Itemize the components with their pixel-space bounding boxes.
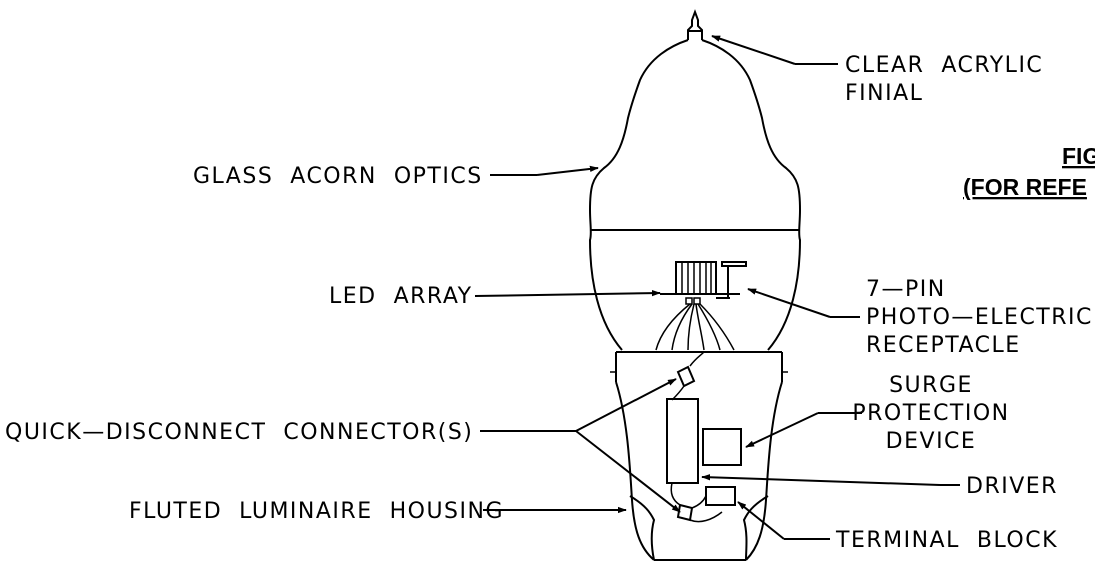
label-surge-line1: SURGE <box>889 373 973 398</box>
label-photo-line2: PHOTO—ELECTRIC <box>866 305 1093 330</box>
label-finial-line2: FINIAL <box>845 81 923 106</box>
label-fluted-housing: FLUTED LUMINAIRE HOUSING <box>129 499 504 524</box>
label-terminal-block: TERMINAL BLOCK <box>835 528 1058 553</box>
figure-title-line1: FIG <box>1062 143 1095 169</box>
label-photo-line1: 7—PIN <box>866 277 946 302</box>
label-surge-line2: PROTECTION <box>852 401 1009 426</box>
label-led-array: LED ARRAY <box>329 284 473 309</box>
label-finial-line1: CLEAR ACRYLIC <box>845 53 1043 78</box>
label-glass-acorn: GLASS ACORN OPTICS <box>193 164 483 189</box>
fluted-luminaire-housing <box>610 351 788 561</box>
label-driver: DRIVER <box>966 474 1058 499</box>
finial <box>687 9 703 40</box>
driver-box <box>666 398 699 484</box>
label-photo-line3: RECEPTACLE <box>866 333 1021 358</box>
leader-lines <box>474 35 960 540</box>
glass-acorn-optics <box>588 39 802 351</box>
terminal-block-box <box>705 486 736 506</box>
label-quick-disconnect: QUICK—DISCONNECT CONNECTOR(S) <box>5 420 473 445</box>
led-array <box>655 261 740 351</box>
label-surge-line3: DEVICE <box>886 429 977 454</box>
surge-box <box>702 428 742 466</box>
photo-receptacle <box>716 261 747 299</box>
internal-components <box>666 351 742 523</box>
figure-title-line2: (FOR REFE <box>963 174 1087 200</box>
